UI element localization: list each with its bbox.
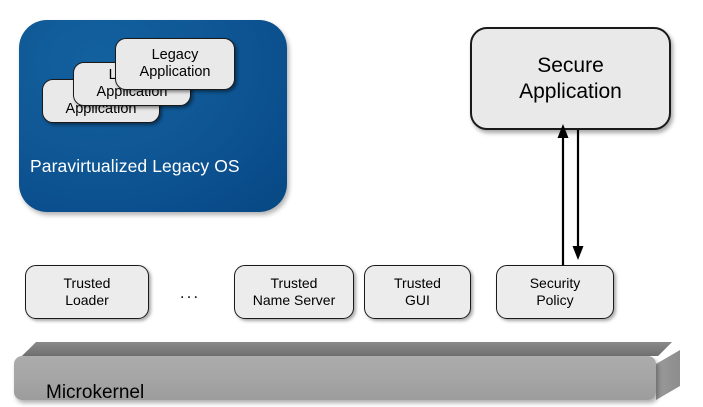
trusted-name-server-box[interactable]: Trusted Name Server bbox=[234, 265, 354, 319]
secure-application-box[interactable]: Secure Application bbox=[470, 27, 671, 130]
services-ellipsis: ... bbox=[179, 283, 201, 302]
trusted-loader-label: Trusted Loader bbox=[63, 275, 111, 308]
security-policy-label: Security Policy bbox=[529, 275, 581, 308]
microkernel-slab-top-face bbox=[14, 342, 680, 400]
legacy-application-card-3[interactable]: Legacy Application bbox=[115, 38, 235, 90]
microkernel-layer: Microkernel bbox=[0, 340, 703, 404]
microkernel-label: Microkernel bbox=[46, 382, 145, 403]
trusted-name-server-label: Trusted Name Server bbox=[252, 275, 336, 308]
paravirtualized-legacy-os-label: Paravirtualized Legacy OS bbox=[30, 156, 240, 176]
trusted-gui-label: Trusted GUI bbox=[394, 275, 441, 308]
microkernel-slab-front-face: Microkernel bbox=[14, 356, 656, 403]
trusted-gui-box[interactable]: Trusted GUI bbox=[364, 265, 471, 319]
legacy-application-label-3: Legacy Application bbox=[139, 47, 211, 80]
security-policy-box[interactable]: Security Policy bbox=[496, 265, 614, 319]
secure-application-label: Secure Application bbox=[519, 53, 622, 103]
trusted-loader-box[interactable]: Trusted Loader bbox=[25, 265, 149, 319]
